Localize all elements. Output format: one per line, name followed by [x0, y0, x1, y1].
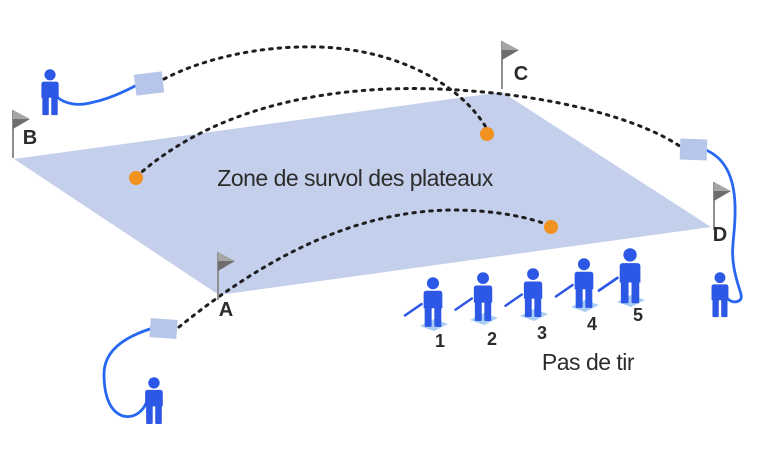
- position-number-5: 5: [632, 305, 643, 325]
- clay-target-icon-top: [480, 127, 494, 141]
- firing-line-title: Pas de tir: [541, 349, 635, 375]
- trap-machine-icon-top-left: [133, 71, 165, 96]
- overflight-zone-area: [14, 92, 711, 295]
- shooter-figure-4: [554, 258, 594, 308]
- flag-label-a: A: [218, 299, 234, 321]
- flag-label-d: D: [712, 224, 728, 246]
- trajectory-arc-left-trap: [162, 45, 489, 131]
- position-number-4: 4: [586, 314, 597, 334]
- trajectory-arc-right-trap: [134, 87, 683, 179]
- trap-machine-icon-right: [679, 138, 708, 161]
- operator-figure-top-left: [41, 69, 59, 116]
- shooter-pad-3: [520, 309, 548, 321]
- flag-label-c: C: [513, 63, 529, 85]
- shooter-figure-3: [504, 268, 543, 317]
- trajectory-arc-bottom-trap: [177, 208, 553, 329]
- operator-figure-right: [711, 272, 729, 318]
- operator-figure-bottom-left: [145, 377, 163, 425]
- shooter-figure-1: [403, 277, 443, 327]
- clay-target-icon-bottom: [544, 220, 558, 234]
- flag-d-icon: [713, 181, 732, 231]
- position-number-3: 3: [536, 323, 547, 343]
- cord-top-left: [55, 84, 137, 106]
- shooter-figure-2: [454, 272, 493, 321]
- trap-machine-icon-bottom-left: [149, 318, 178, 339]
- shooter-pad-2: [470, 313, 498, 325]
- shooter-figure-5: [597, 248, 641, 304]
- zone-title: Zone de survol des plateaux: [217, 165, 493, 191]
- flag-label-b: B: [22, 127, 38, 149]
- cord-bottom-left: [102, 327, 152, 418]
- position-number-1: 1: [434, 331, 445, 351]
- shooter-pad-1: [420, 319, 448, 331]
- cord-right: [704, 148, 743, 304]
- clay-target-icon-left: [129, 171, 143, 185]
- shooter-pad-4: [571, 300, 599, 312]
- position-number-2: 2: [486, 329, 497, 349]
